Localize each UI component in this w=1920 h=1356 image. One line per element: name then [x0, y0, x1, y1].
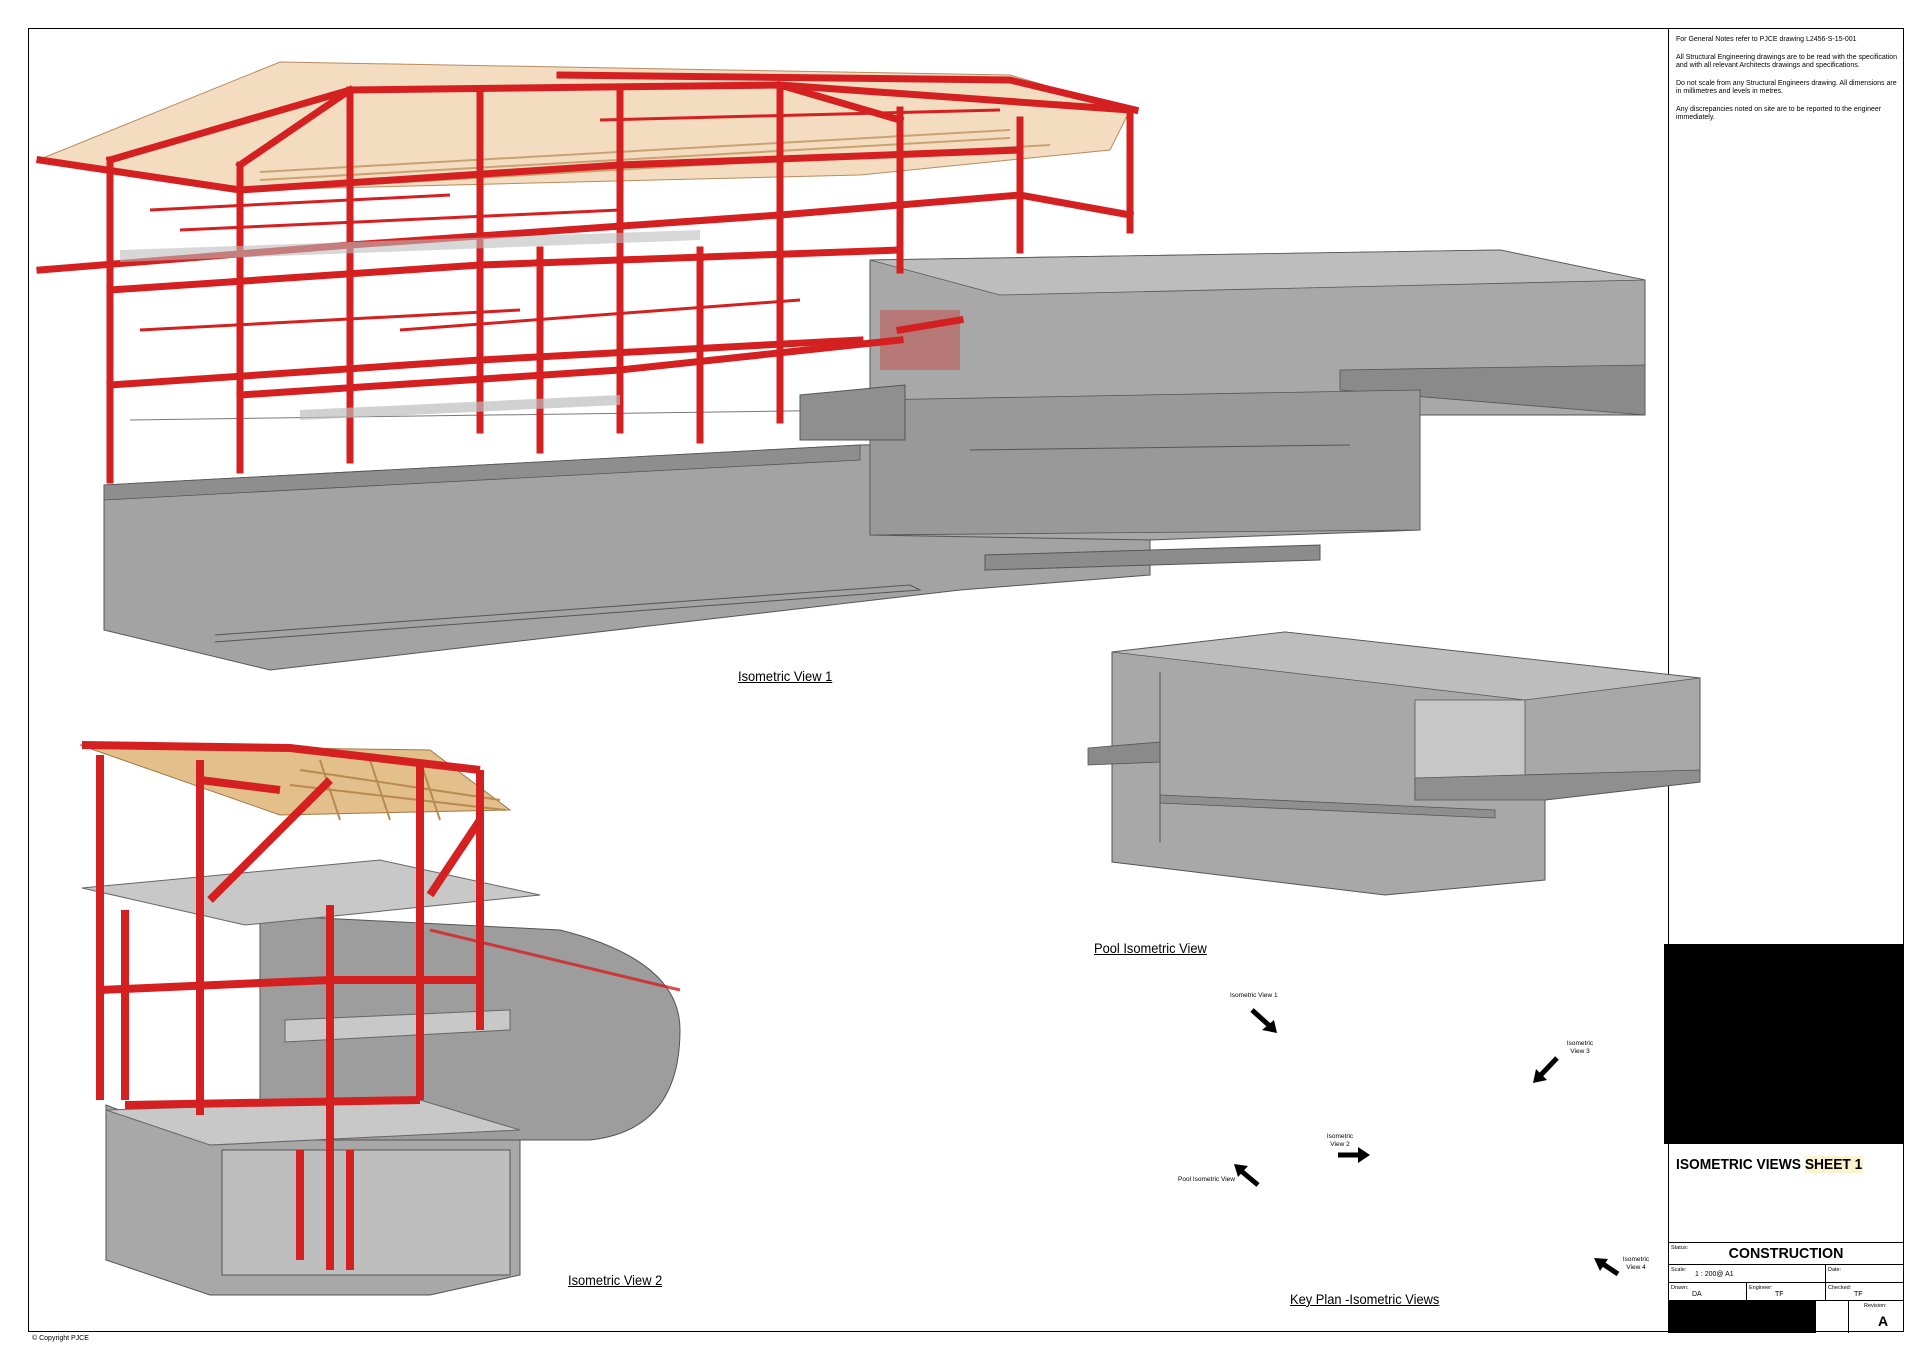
label-arrow-isometric-view-3: Isometric View 3	[1566, 1040, 1594, 1055]
engineer-value: TF	[1775, 1291, 1784, 1298]
pool-isometric-model	[1087, 631, 1701, 896]
isometric-view-2-model	[79, 741, 681, 1296]
copyright-text: © Copyright PJCE	[32, 1335, 89, 1342]
note-2: All Structural Engineering drawings are …	[1676, 53, 1898, 70]
drawing-title-main: ISOMETRIC VIEWS	[1676, 1156, 1805, 1173]
caption-pool-isometric-view: Pool Isometric View	[1094, 940, 1207, 956]
arrow-pool-isometric-view	[1234, 1164, 1260, 1187]
status-row: Status: CONSTRUCTION	[1668, 1242, 1904, 1264]
drawn-engineer-checked-row: Drawn: DA Engineer: TF Checked: TF	[1668, 1282, 1904, 1301]
arrow-isometric-view-3	[1533, 1056, 1559, 1083]
drawing-title: ISOMETRIC VIEWS SHEET 1	[1676, 1156, 1863, 1173]
drawing-title-sheet: SHEET 1	[1804, 1156, 1863, 1173]
cell-divider	[1825, 1283, 1826, 1301]
note-3: Do not scale from any Structural Enginee…	[1676, 79, 1897, 96]
drawn-value: DA	[1692, 1291, 1702, 1298]
date-label: Date:	[1828, 1267, 1842, 1273]
revision-row: Revision: A	[1668, 1300, 1904, 1333]
label-arrow-pool-isometric-view: Pool Isometric View	[1178, 1176, 1235, 1183]
caption-key-plan: Key Plan -Isometric Views	[1290, 1291, 1440, 1307]
status-label: Status:	[1671, 1245, 1689, 1251]
general-notes: For General Notes refer to PJCE drawing …	[1676, 36, 1898, 132]
label-arrow-isometric-view-2: Isometric View 2	[1326, 1133, 1354, 1148]
caption-isometric-view-1: Isometric View 1	[738, 668, 833, 684]
scale-date-row: Scale: 1 : 200@ A1 Date:	[1668, 1264, 1904, 1283]
scale-value: 1 : 200@ A1	[1695, 1271, 1734, 1278]
drawn-label: Drawn:	[1671, 1285, 1689, 1291]
isometric-view-1-model	[36, 61, 1646, 671]
drawing-title-box: ISOMETRIC VIEWS SHEET 1	[1668, 1146, 1904, 1242]
key-plan-arrows	[1234, 1008, 1620, 1277]
cell-divider	[1848, 1301, 1849, 1333]
label-arrow-isometric-view-4: Isometric View 4	[1622, 1256, 1650, 1271]
arrow-isometric-view-4	[1594, 1258, 1620, 1277]
revision-label: Revision:	[1864, 1303, 1887, 1309]
revision-value: A	[1878, 1313, 1889, 1329]
drawing-frame	[28, 28, 1904, 1332]
cell-divider	[1746, 1283, 1747, 1301]
caption-isometric-view-2: Isometric View 2	[568, 1272, 663, 1288]
status-value: CONSTRUCTION	[1728, 1245, 1844, 1262]
label-arrow-isometric-view-1: Isometric View 1	[1230, 992, 1278, 999]
note-1: For General Notes refer to PJCE drawing …	[1676, 36, 1857, 43]
arrow-isometric-view-2	[1338, 1147, 1370, 1163]
cell-divider	[1825, 1265, 1826, 1283]
checked-value: TF	[1854, 1291, 1863, 1298]
redacted-logo-block	[1664, 944, 1904, 1144]
arrow-isometric-view-1	[1250, 1008, 1277, 1033]
note-4: Any discrepancies noted on site are to b…	[1676, 105, 1882, 122]
checked-label: Checked:	[1828, 1285, 1852, 1291]
scale-label: Scale:	[1671, 1267, 1687, 1273]
engineer-label: Engineer:	[1749, 1285, 1773, 1291]
redacted-drawing-number	[1668, 1301, 1816, 1333]
